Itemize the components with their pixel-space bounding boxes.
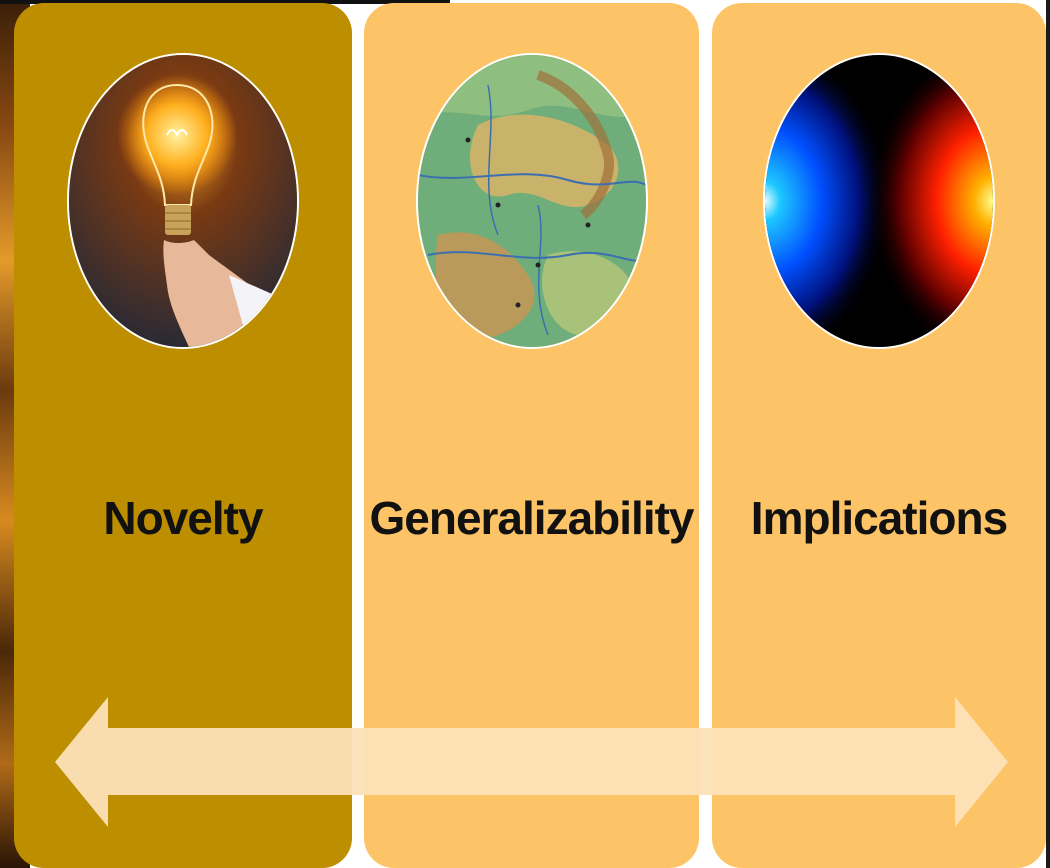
top-edge — [0, 0, 450, 4]
light-bulb-image — [67, 53, 299, 349]
panel-implications: Implications — [712, 3, 1046, 868]
right-edge — [1046, 0, 1050, 868]
map-image — [415, 53, 648, 349]
panel-label: Implications — [750, 492, 1008, 544]
panel-generalizability: Generalizability — [364, 3, 699, 868]
panel-label: Novelty — [103, 492, 263, 544]
panel-novelty: Novelty — [14, 3, 352, 868]
panel-label: Generalizability — [369, 492, 694, 544]
field-gradient-image — [763, 53, 995, 349]
